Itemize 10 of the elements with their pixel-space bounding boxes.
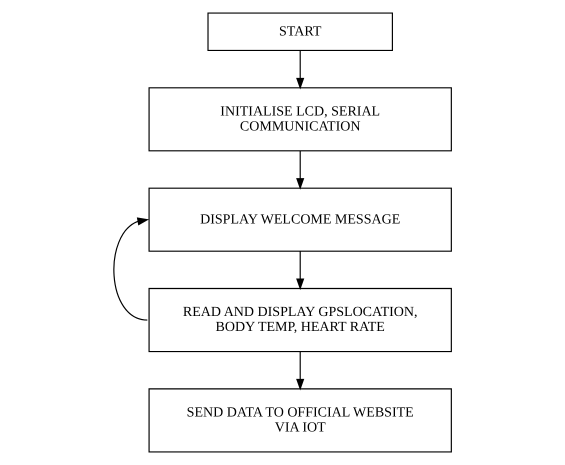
- arrow: [296, 251, 304, 290]
- arrow: [296, 352, 304, 391]
- arrow: [113, 217, 150, 321]
- node-box: INITIALISE LCD, SERIAL COMMUNICATION: [148, 87, 452, 152]
- node-box: SEND DATA TO OFFICIAL WEBSITE VIA IOT: [148, 388, 452, 452]
- arrow: [296, 50, 304, 90]
- node-box: DISPLAY WELCOME MESSAGE: [148, 188, 452, 252]
- node-box: START: [207, 12, 393, 52]
- arrow: [296, 150, 304, 190]
- node-box: READ AND DISPLAY GPSLOCATION, BODY TEMP, HEART RATE: [148, 288, 452, 352]
